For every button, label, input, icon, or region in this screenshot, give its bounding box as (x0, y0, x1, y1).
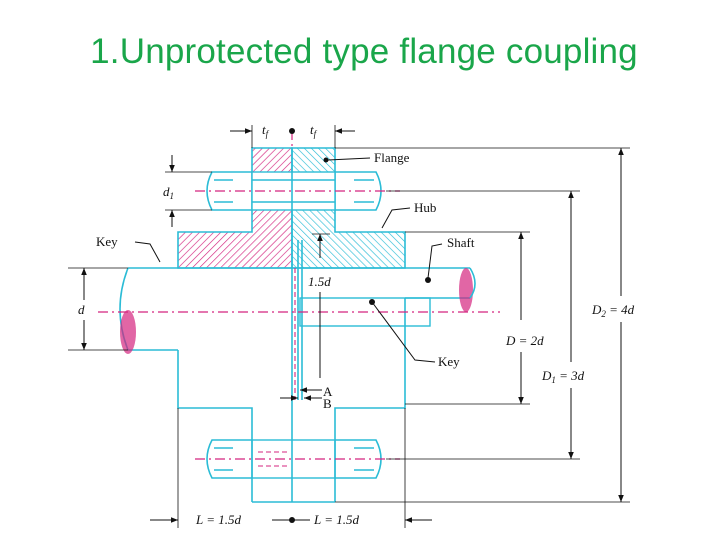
d1-label: d1 (163, 184, 174, 201)
flange-label: Flange (374, 150, 410, 165)
dim-a-label: A (323, 384, 333, 399)
L-left-label: L = 1.5d (195, 512, 242, 527)
shaft (119, 267, 470, 351)
D2-label: D2 = 4d (591, 302, 635, 319)
shaft-end-left (120, 310, 136, 354)
tf-left-label: tf (262, 122, 270, 139)
key-top-label: Key (96, 234, 118, 249)
slide-title: 1.Unprotected type flange coupling (90, 32, 638, 71)
D-label: D = 2d (505, 333, 544, 348)
hub-length-label: 1.5d (308, 274, 331, 289)
d-label: d (78, 302, 85, 317)
key-bottom-label: Key (438, 354, 460, 369)
tf-right-label: tf (310, 122, 318, 139)
shaft-label: Shaft (447, 235, 475, 250)
hub-label: Hub (414, 200, 436, 215)
shaft-end-right (459, 268, 473, 312)
bottom-bolt (206, 439, 382, 479)
dim-b-label: B (323, 396, 332, 411)
L-right-label: L = 1.5d (313, 512, 360, 527)
D1-label: D1 = 3d (541, 368, 585, 385)
